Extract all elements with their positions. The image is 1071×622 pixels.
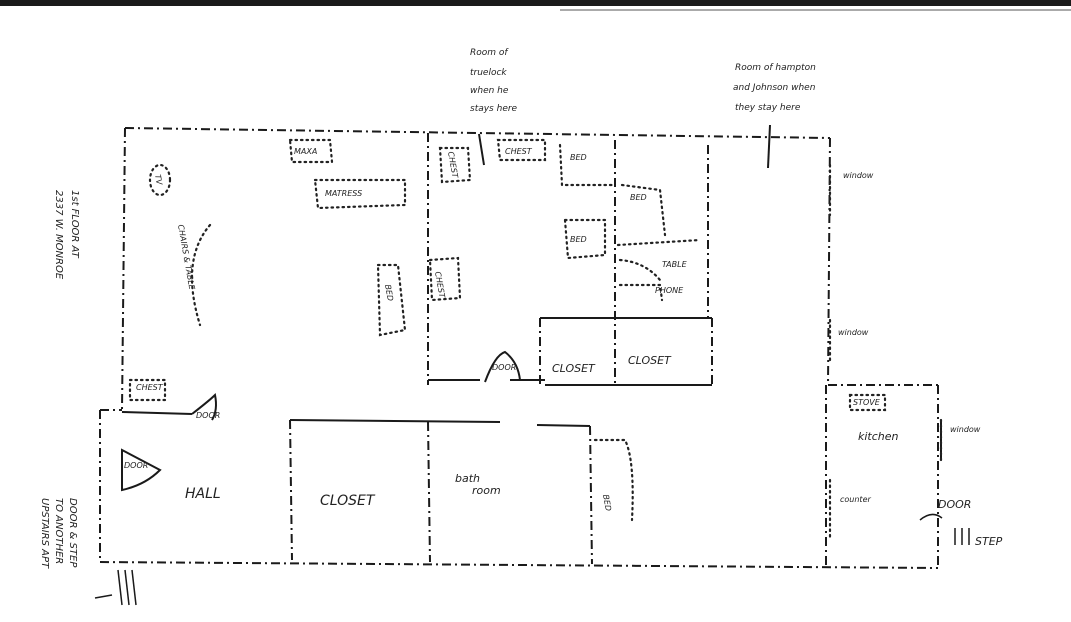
door-step-label-line-3: UPSTAIRS APT — [39, 498, 50, 569]
chest-label-d: CHEST — [433, 271, 447, 300]
door-label-a: DOOR — [196, 411, 220, 420]
bathroom-label-line-2: room — [472, 484, 501, 497]
window-label-a: window — [843, 171, 874, 180]
outer-walls — [99, 127, 939, 569]
room-truelock-label-line-2: truelock — [470, 68, 507, 78]
room-hampton-label-line-3: they stay here — [735, 103, 801, 113]
floor-label-line-2: 2337 W. MONROE — [53, 190, 64, 280]
bed-label-d: BED — [570, 235, 587, 244]
room-hampton-label-line-2: and Johnson when — [733, 83, 816, 93]
counter-label: counter — [840, 495, 871, 504]
interior-walls — [121, 124, 942, 566]
door-label-b: DOOR — [124, 461, 148, 470]
chest-label-a: CHEST — [136, 383, 164, 392]
closet-label-b: CLOSET — [628, 354, 672, 367]
door-label-d: DOOR — [938, 498, 971, 511]
closet-label-a: CLOSET — [552, 362, 596, 375]
scan-edge — [0, 0, 1071, 6]
door-step-label-line-2: TO ANOTHER — [53, 498, 64, 564]
door-step-label-line-1: DOOR & STEP — [67, 498, 78, 568]
chest-label-c: CHEST — [505, 147, 533, 156]
step-label: STEP — [975, 535, 1003, 548]
furniture — [148, 138, 943, 542]
window-label-c: window — [950, 425, 981, 434]
bed-label-c: BED — [630, 193, 647, 202]
room-truelock-label-line-1: Room of — [470, 48, 509, 58]
phone-label: PHONE — [655, 286, 684, 295]
door-label-c: DOOR — [492, 363, 516, 372]
room-hampton-label-line-1: Room of hampton — [735, 63, 816, 73]
table-label: TABLE — [662, 260, 688, 269]
bed-label-a: BED — [383, 284, 395, 302]
room-truelock-label-line-3: when he — [470, 86, 509, 96]
hall-label: HALL — [185, 486, 221, 502]
matress-label: MATRESS — [325, 189, 362, 198]
chest-label-b: CHEST — [446, 151, 460, 180]
bed-label-e: BED — [601, 494, 613, 512]
floor-label-line-1: 1st FLOOR AT — [69, 190, 80, 259]
window-label-b: window — [838, 328, 869, 337]
stairs — [94, 528, 970, 606]
closet-label-c: CLOSET — [320, 493, 376, 509]
tv-label: TV — [153, 174, 164, 186]
bathroom-label-line-1: bath — [455, 472, 480, 485]
bed-label-b: BED — [570, 153, 587, 162]
chairs-label: CHAIRS & TABLE — [176, 224, 196, 292]
kitchen-label: kitchen — [858, 430, 899, 443]
stove-label: STOVE — [853, 398, 881, 407]
door-swings — [121, 350, 943, 522]
room-truelock-label-line-4: stays here — [470, 104, 518, 114]
maxa-label: MAXA — [294, 147, 317, 156]
